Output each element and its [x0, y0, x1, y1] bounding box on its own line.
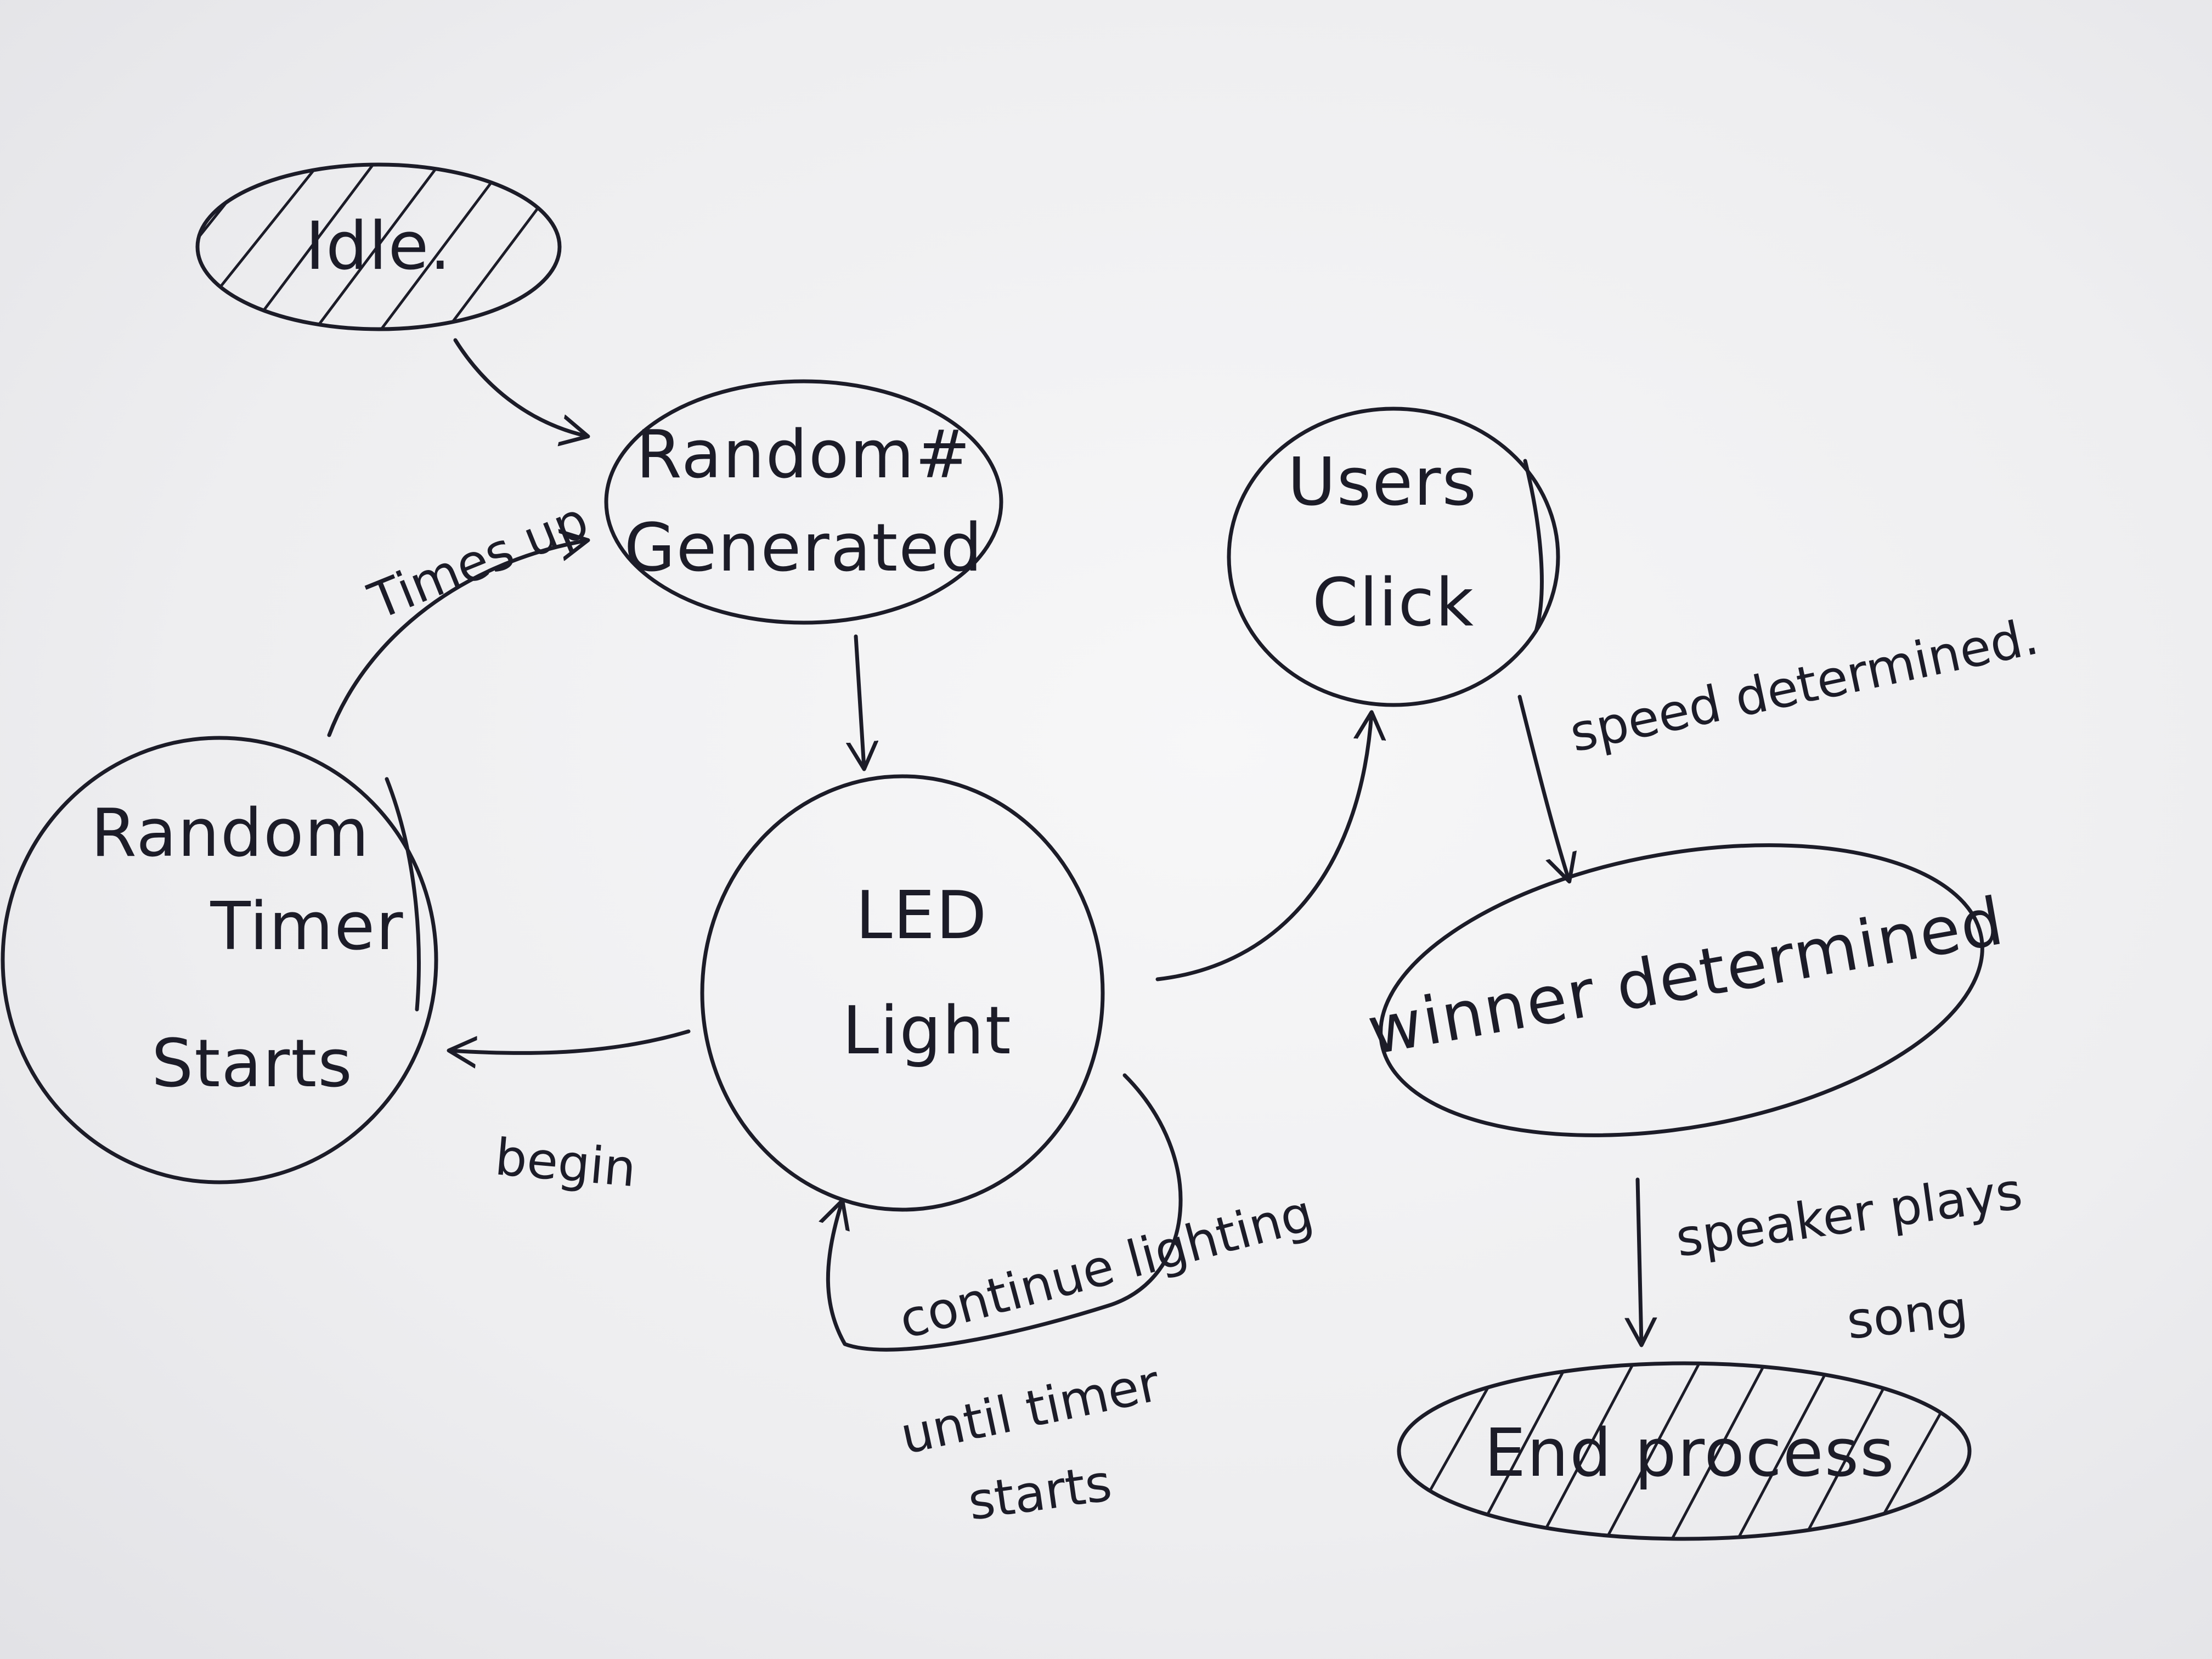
led-light-ellipse — [700, 774, 1105, 1212]
node-end-process: End process — [1397, 1361, 1972, 1541]
random-generated-line2: Generated — [624, 510, 984, 586]
node-random-generated: Random# Generated — [604, 379, 1003, 625]
edge-label-begin: begin — [493, 1127, 639, 1198]
edge-led-to-users-click — [1155, 713, 1372, 981]
node-users-click: Users Click — [1227, 407, 1560, 707]
users-click-line1: Users — [1288, 444, 1477, 521]
edge-label-times-up: Times up — [360, 490, 596, 631]
edge-label-speaker-plays-line2: song — [1844, 1279, 1971, 1351]
users-click-line2: Click — [1312, 565, 1475, 641]
random-generated-line1: Random# — [636, 417, 971, 493]
node-winner-determined: winner determined — [1362, 843, 2010, 1137]
random-timer-line1: Random — [91, 795, 370, 872]
idle-ellipse — [195, 162, 562, 331]
random-timer-stroke — [385, 777, 421, 1012]
edge-led-self-loop — [828, 1073, 1183, 1352]
end-process-ellipse — [1397, 1361, 1972, 1541]
node-random-timer-starts: Random Timer Starts — [1, 736, 438, 1184]
winner-determined-ellipse — [1379, 843, 1984, 1137]
edge-users-click-to-winner — [1517, 695, 1569, 881]
edge-label-speaker-plays-line1: speaker plays — [1672, 1161, 2025, 1268]
edge-label-until-timer-line1: until timer — [895, 1353, 1165, 1465]
edge-label-speed-determined: speed determined. — [1565, 607, 2043, 763]
random-timer-line2: Timer — [210, 889, 404, 965]
users-click-ellipse — [1227, 407, 1560, 707]
edge-label-until-timer-line2: starts — [964, 1453, 1115, 1531]
end-process-label: End process — [1484, 1415, 1895, 1492]
edge-timer-to-random-generated — [327, 540, 587, 737]
random-generated-ellipse — [604, 379, 1003, 625]
edge-led-to-timer — [450, 1029, 691, 1053]
edge-winner-to-end-process — [1638, 1177, 1641, 1344]
node-led-light: LED Light — [700, 774, 1105, 1212]
edge-label-continue-lighting: continue lighting — [893, 1183, 1319, 1350]
edge-idle-to-random-generated — [453, 338, 587, 436]
edge-random-generated-to-led — [856, 634, 864, 768]
winner-determined-label: winner determined — [1362, 883, 2010, 1070]
idle-label: Idle. — [306, 208, 452, 285]
users-click-stroke — [1523, 459, 1544, 633]
node-idle: Idle. — [195, 162, 562, 331]
random-timer-line3: Starts — [151, 1026, 353, 1102]
led-light-line2: Light — [842, 993, 1012, 1069]
random-timer-ellipse — [1, 736, 438, 1184]
led-light-line1: LED — [855, 878, 988, 954]
